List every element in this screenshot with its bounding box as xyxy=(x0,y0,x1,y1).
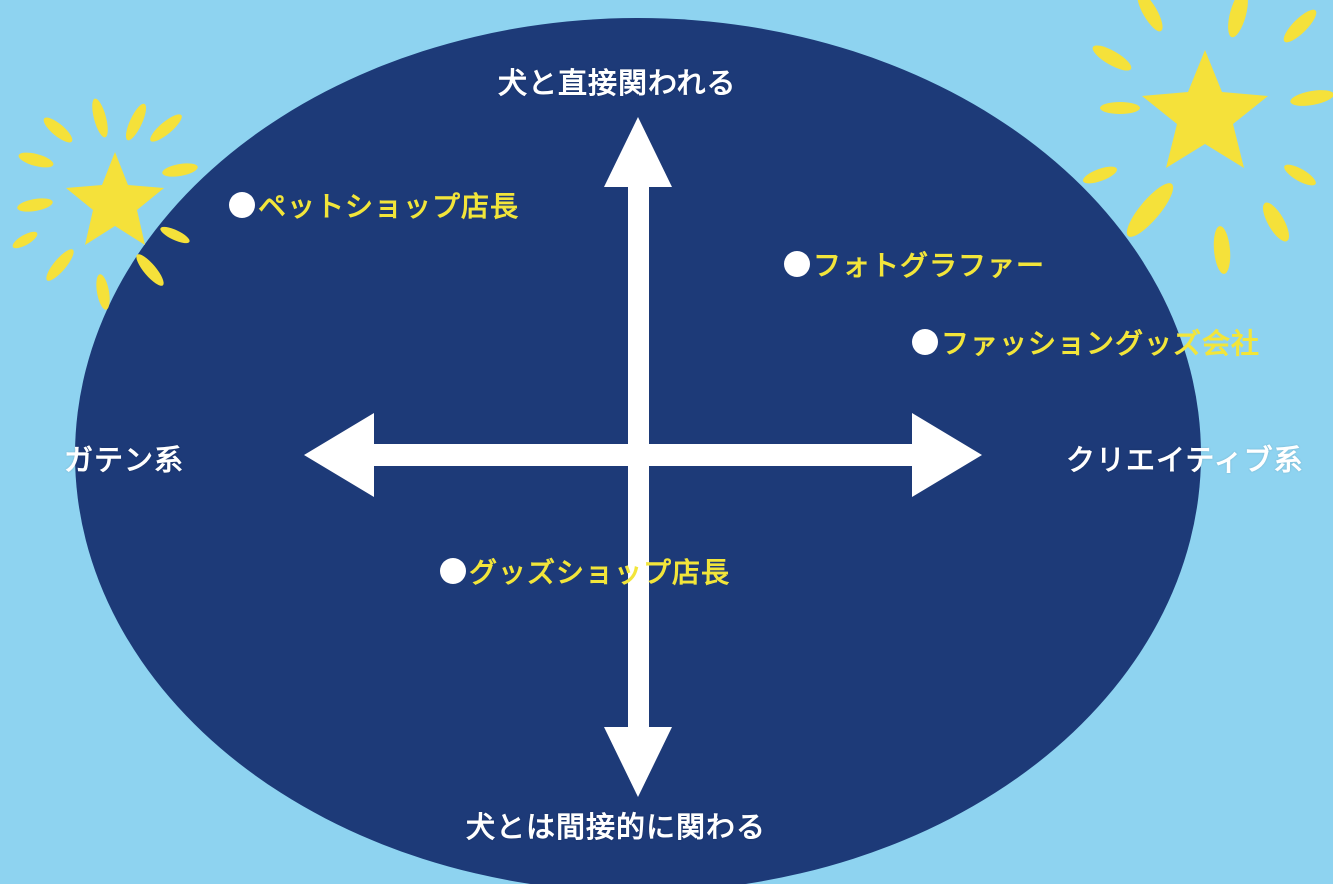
item-pet-shop-manager: ペットショップ店長 xyxy=(229,185,519,225)
axis-label-bottom: 犬とは間接的に関わる xyxy=(466,810,767,844)
axis-label-top: 犬と直接関われる xyxy=(498,66,737,100)
bullet-dot xyxy=(784,251,810,277)
sparkle-star-icon xyxy=(12,98,198,310)
item-goods-shop-manager: グッズショップ店長 xyxy=(440,551,730,591)
horizontal-axis-arrow xyxy=(304,413,982,497)
bullet-dot xyxy=(912,329,938,355)
bullet-dot xyxy=(440,558,466,584)
axis-label-right: クリエイティブ系 xyxy=(1066,443,1304,477)
item-photographer: フォトグラファー xyxy=(784,244,1045,284)
bullet-dot xyxy=(229,192,255,218)
axis-label-left: ガテン系 xyxy=(64,443,185,477)
item-label: ファッショングッズ会社 xyxy=(941,327,1261,360)
sparkle-star-icon xyxy=(1082,0,1333,274)
item-label: ペットショップ店長 xyxy=(258,190,520,223)
item-label: グッズショップ店長 xyxy=(469,556,731,589)
item-fashion-goods-company: ファッショングッズ会社 xyxy=(912,322,1260,362)
item-label: フォトグラファー xyxy=(813,249,1046,282)
